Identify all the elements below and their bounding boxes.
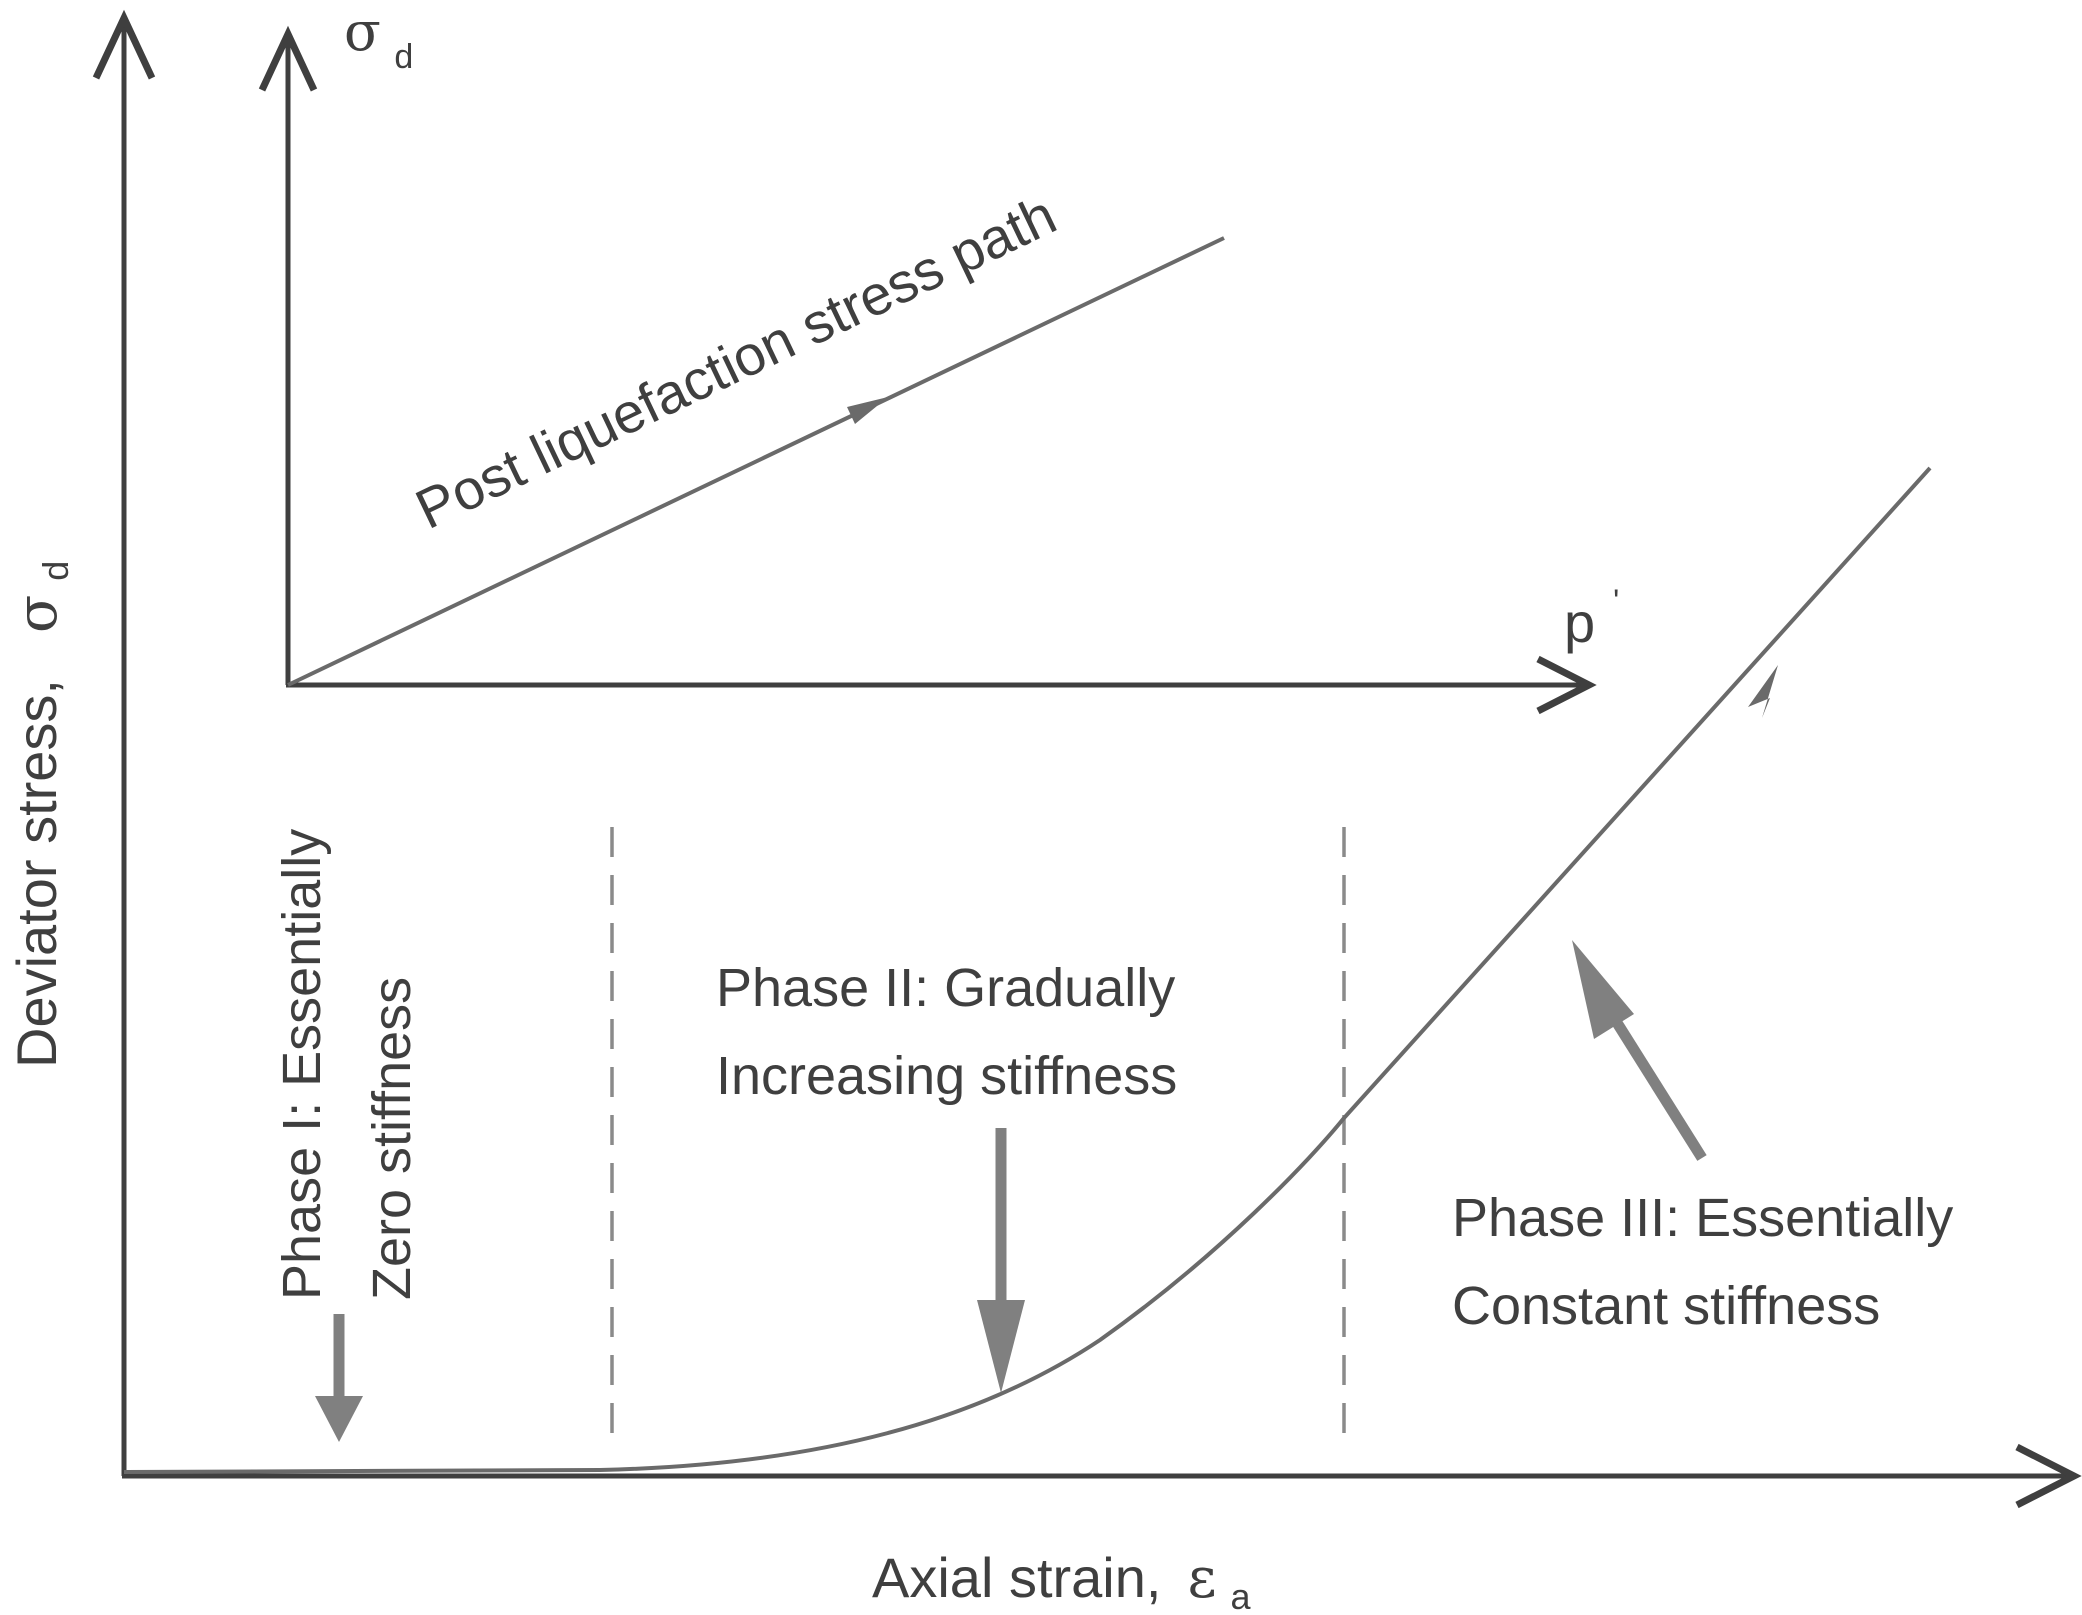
inset-sigma-symbol: σ — [344, 0, 381, 63]
curve-direction-arrowhead — [1748, 665, 1778, 718]
inset-y-axis — [258, 25, 318, 685]
stress-path-direction-arrowhead — [847, 397, 888, 424]
phase3-pointer-arrow — [1572, 940, 1707, 1161]
main-y-axis-label: Deviator stress, σ d — [5, 561, 76, 1068]
phase1-pointer-arrow — [315, 1314, 363, 1442]
phase2-label: Phase II: Gradually Increasing stiffness — [716, 958, 1177, 1106]
phase2-label-line1: Phase II: Gradually — [716, 958, 1175, 1018]
y-axis-subscript: d — [35, 561, 76, 581]
main-x-axis — [122, 1443, 2082, 1509]
stress-strain-curve — [123, 466, 1932, 1474]
x-axis-subscript: a — [1230, 1576, 1251, 1615]
phase1-label: Phase I: Essentially Zero stiffness — [272, 829, 422, 1300]
inset-y-axis-label: σ d — [344, 0, 413, 76]
phase3-label-line1: Phase III: Essentially — [1452, 1188, 1953, 1248]
svg-text:Deviator stress, σ: Deviator stress, σ d — [5, 561, 76, 1068]
phase2-pointer-arrow — [977, 1128, 1025, 1393]
inset-x-axis-label: p ' — [1564, 583, 1619, 655]
main-y-axis — [92, 9, 156, 1476]
inset-p-symbol: p — [1564, 591, 1595, 654]
phase3-label: Phase III: Essentially Constant stiffnes… — [1452, 1188, 1953, 1336]
inset-y-subscript: d — [394, 38, 413, 76]
post-liquefaction-stress-path — [287, 236, 1225, 687]
phase3-label-line2: Constant stiffness — [1452, 1276, 1880, 1336]
inset-p-prime: ' — [1613, 583, 1619, 619]
inset-x-axis — [286, 655, 1597, 715]
y-axis-label-text: Deviator stress, — [5, 679, 68, 1068]
main-x-axis-label: Axial strain, ε a — [872, 1546, 1251, 1615]
phase2-label-line2: Increasing stiffness — [716, 1046, 1177, 1106]
y-axis-sigma-symbol: σ — [5, 595, 70, 633]
x-axis-label-text: Axial strain, — [872, 1546, 1161, 1609]
x-axis-epsilon-symbol: ε — [1187, 1546, 1216, 1611]
phase1-label-line1: Phase I: Essentially — [272, 829, 332, 1300]
phase1-label-line2: Zero stiffness — [362, 977, 422, 1300]
